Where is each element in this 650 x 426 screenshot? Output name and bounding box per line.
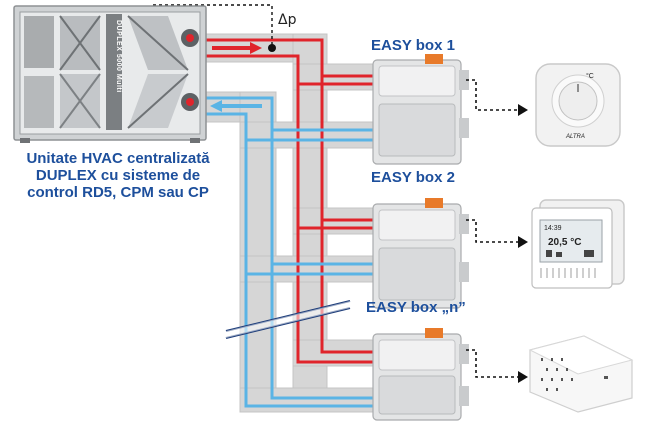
digital-thermostat: 14:39 20,5 °C [531,199,625,289]
duct-break-mark [225,300,351,339]
control-arrowheads [518,104,528,383]
thermostat-vent-slots [540,268,596,278]
pressure-label: Δp [278,12,297,28]
easy-box-2: EASY box 2 [371,169,469,309]
supply-flow-arrow [212,42,262,54]
thermostat-dial: °C ALTRA [535,63,621,147]
caption-line: Unitate HVAC centralizată [26,150,210,167]
caption-line: DUPLEX cu sisteme de [35,167,201,184]
thermostat-temperature: 20,5 °C [548,237,581,248]
exhaust-flow-arrow [210,100,262,112]
hvac-model-label: DUPLEX 5000 Multi [115,20,122,93]
duct-network [204,33,376,413]
easy-box-label: EASY box 2 [371,169,455,186]
sensor-vent-holes [541,358,573,391]
easy-box-1: EASY box 1 [371,37,469,165]
easy-box-label: EASY box 1 [371,37,455,54]
pressure-sensor: Δp [151,4,297,52]
exhaust-air-lines [205,96,375,408]
thermostat-time: 14:39 [544,225,562,232]
easy-box-n: EASY box „n” [366,299,469,421]
thermostat-symbol: °C [586,72,594,80]
easy-box-label: EASY box „n” [366,299,466,316]
thermostat-brand: ALTRA [565,134,585,140]
exhaust-branch-2 [239,255,376,283]
pressure-sensor-dot [268,44,276,52]
dial-knob [558,81,598,121]
exhaust-branch-1 [239,121,376,149]
control-links [466,79,520,378]
easy-box-actuator [425,54,443,64]
easy-box-actuator [425,198,443,208]
caption-line: control RD5, CPM sau CP [27,184,209,201]
exhaust-branch-n [239,387,376,413]
hvac-unit-caption: Unitate HVAC centralizată DUPLEX cu sist… [4,150,232,201]
hvac-unit: DUPLEX 5000 Multi [13,5,207,143]
supply-air-lines [205,38,375,364]
hvac-model-plate [106,14,122,130]
room-sensor [528,335,634,413]
easy-box-actuator [425,328,443,338]
